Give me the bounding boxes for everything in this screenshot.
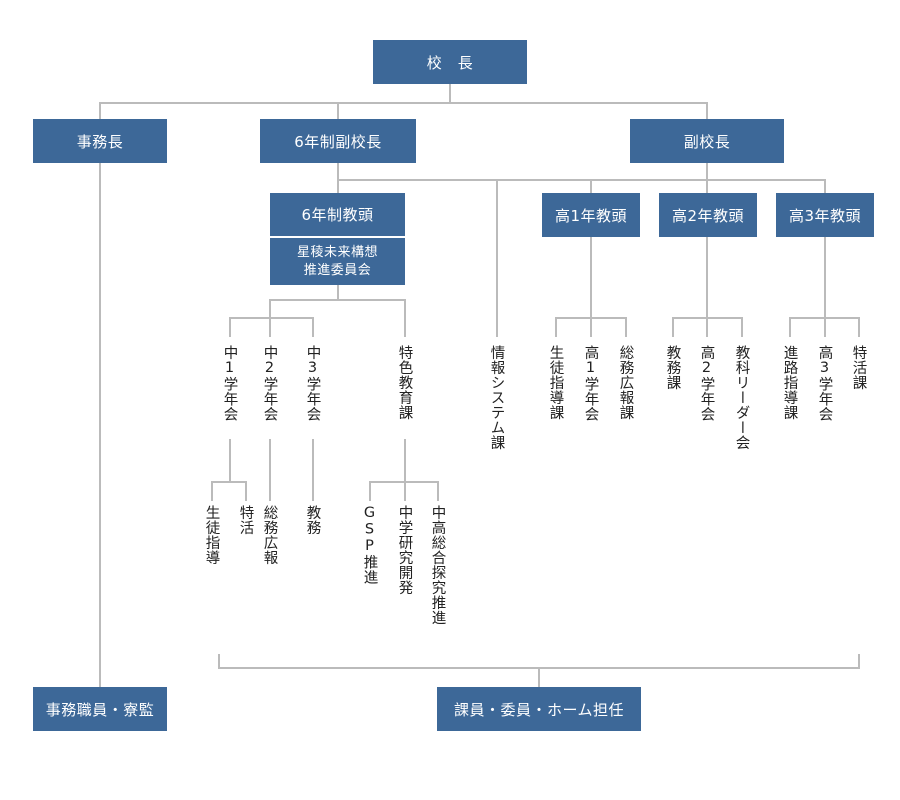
seiryo-committee-box: 星稜未来構想 推進委員会 [270, 238, 405, 285]
seiryo-committee-line1: 星稜未来構想 [296, 244, 378, 260]
gsp-promotion-label: GSP推進 [361, 505, 378, 585]
high1-grade-label: 高1学年会 [582, 345, 599, 422]
integrated-inquiry-label: 中高総合探究推進 [429, 505, 446, 625]
middle2-general-affairs-label: 総務広報 [261, 505, 278, 565]
middle1-student-guidance-label: 生徒指導 [203, 505, 220, 565]
tokushoku-label: 特色教育課 [396, 345, 413, 420]
middle3-academic-affairs-label: 教務 [304, 505, 321, 535]
office-staff-box: 事務職員・寮監 [33, 687, 167, 731]
middle-research-label: 中学研究開発 [396, 505, 413, 595]
middle2-grade-label: 中2学年会 [261, 345, 278, 422]
head-high1-box: 高1年教頭 [542, 193, 640, 237]
high3-grade-label: 高3学年会 [816, 345, 833, 422]
principal-box: 校 長 [373, 40, 527, 84]
head-6yr-box: 6年制教頭 [270, 193, 405, 236]
jimucho-box: 事務長 [33, 119, 167, 163]
high3-special-activities-label: 特活課 [850, 345, 867, 390]
seiryo-committee-line2: 推進委員会 [303, 262, 372, 278]
middle1-grade-label: 中1学年会 [221, 345, 238, 422]
high1-general-affairs-label: 総務広報課 [617, 345, 634, 420]
vice-principal-6yr-box: 6年制副校長 [260, 119, 416, 163]
high3-career-guidance-label: 進路指導課 [781, 345, 798, 420]
joho-system-label: 情報システム課 [488, 345, 505, 450]
high1-student-guidance-label: 生徒指導課 [547, 345, 564, 420]
teachers-box: 課員・委員・ホーム担任 [437, 687, 641, 731]
high2-grade-label: 高2学年会 [698, 345, 715, 422]
head-high2-box: 高2年教頭 [659, 193, 757, 237]
high2-subject-leaders-label: 教科リーダー会 [733, 345, 750, 450]
vice-principal-box: 副校長 [630, 119, 784, 163]
middle1-special-activities-label: 特活 [237, 505, 254, 535]
high2-academic-affairs-label: 教務課 [664, 345, 681, 390]
middle3-grade-label: 中3学年会 [304, 345, 321, 422]
head-high3-box: 高3年教頭 [776, 193, 874, 237]
